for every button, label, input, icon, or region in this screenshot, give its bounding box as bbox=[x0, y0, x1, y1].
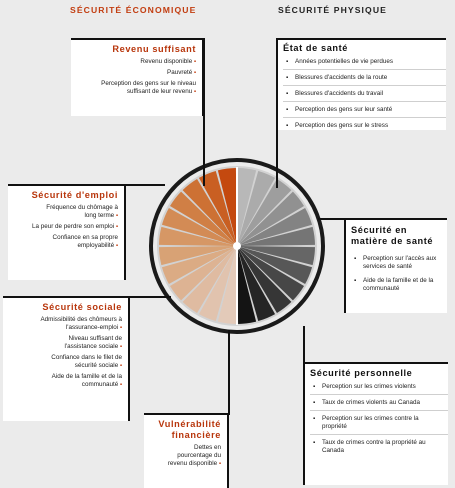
revenu-suffisant-box: Revenu suffisant Revenu disponible Pauvr… bbox=[71, 38, 204, 116]
list-item: Aide de la famille et de la communauté bbox=[351, 275, 447, 295]
list-item: Taux de crimes violents au Canada bbox=[310, 397, 448, 411]
list-item: La peur de perdre son emploi bbox=[8, 223, 118, 231]
etat-sante-title: État de santé bbox=[283, 43, 348, 53]
wheel-center bbox=[233, 242, 241, 250]
economic-security-heading: SÉCURITÉ ÉCONOMIQUE bbox=[70, 5, 197, 15]
securite-sante-list: Perception sur l'accès aux services de s… bbox=[351, 253, 447, 295]
list-item: Admissibilité des chômeurs à l'assurance… bbox=[3, 316, 122, 332]
wheel-segment-economic bbox=[217, 168, 237, 244]
vulnerabilite-list: Dettes en pourcentage du revenu disponib… bbox=[144, 444, 221, 468]
vulnerabilite-title-line1: Vulnérabilité bbox=[158, 419, 221, 429]
wheel-segment-economic bbox=[161, 207, 235, 246]
securite-sante-title-line2: matière de santé bbox=[351, 236, 434, 246]
connector-emploi bbox=[125, 184, 165, 186]
wheel-segment-economic bbox=[217, 248, 237, 324]
connector-sante bbox=[276, 38, 278, 188]
etat-sante-list: Années potentielles de vie perdues Bless… bbox=[283, 56, 446, 133]
list-item: Fréquence du chômage à long terme bbox=[8, 204, 118, 220]
etat-sante-box: État de santé Années potentielles de vie… bbox=[276, 38, 446, 130]
wheel-segment-physical bbox=[237, 248, 257, 324]
wheel-segment-economic bbox=[198, 170, 237, 244]
wheel-segment-physical bbox=[238, 248, 292, 313]
list-item: Années potentielles de vie perdues bbox=[283, 56, 446, 70]
list-item: Dettes en pourcentage du revenu disponib… bbox=[144, 444, 221, 468]
physical-security-heading: SÉCURITÉ PHYSIQUE bbox=[278, 5, 387, 15]
list-item: Aide de la famille et de la communauté bbox=[3, 373, 122, 389]
revenu-suffisant-title: Revenu suffisant bbox=[112, 44, 196, 54]
securite-sociale-box: Sécurité sociale Admissibilité des chôme… bbox=[3, 296, 130, 421]
list-item: Confiance dans le filet de sécurité soci… bbox=[3, 354, 122, 370]
list-item: Taux de crimes contre la propriété au Ca… bbox=[310, 437, 448, 458]
wheel-segment-economic bbox=[159, 226, 235, 246]
wheel-segment-economic bbox=[182, 179, 236, 244]
wheel-segment-physical bbox=[239, 207, 313, 246]
connector-personnelle bbox=[303, 326, 305, 364]
list-item: Perception sur les crimes contre la prop… bbox=[310, 413, 448, 435]
list-item: Perception sur les crimes violents bbox=[310, 381, 448, 395]
list-item: Blessures d'accidents de la route bbox=[283, 72, 446, 86]
wheel-segment-economic bbox=[182, 248, 236, 313]
wheel-segment-physical bbox=[237, 168, 257, 244]
wheel-segment-economic bbox=[159, 246, 235, 266]
vulnerabilite-financiere-box: Vulnérabilité financière Dettes en pourc… bbox=[144, 413, 229, 488]
wheel-segment-physical bbox=[239, 191, 304, 245]
securite-personnelle-box: Sécurité personnelle Perception sur les … bbox=[303, 362, 448, 485]
wheel-segment-economic bbox=[170, 191, 235, 245]
securite-sociale-list: Admissibilité des chômeurs à l'assurance… bbox=[3, 316, 122, 389]
securite-emploi-list: Fréquence du chômage à long terme La peu… bbox=[8, 204, 118, 250]
connector-vulnerabilite bbox=[228, 330, 230, 415]
wheel-segment-physical bbox=[239, 226, 315, 246]
list-item: Perception des gens sur leur santé bbox=[283, 104, 446, 118]
securite-emploi-title: Sécurité d'emploi bbox=[31, 190, 118, 200]
vulnerabilite-title-line2: financière bbox=[171, 430, 221, 440]
wheel-segment-economic bbox=[170, 247, 235, 301]
list-item: Confiance en sa propre employabilité bbox=[8, 234, 118, 250]
wheel-segment-physical bbox=[237, 170, 276, 244]
list-item: Niveau suffisant de l'assistance sociale bbox=[3, 335, 123, 351]
securite-sante-box: Sécurité en matière de santé Perception … bbox=[344, 218, 447, 313]
securite-sante-title-line1: Sécurité en bbox=[351, 225, 408, 235]
securite-sociale-title: Sécurité sociale bbox=[42, 302, 122, 312]
list-item: Pauvreté bbox=[71, 69, 196, 77]
wheel-segment-economic bbox=[161, 246, 235, 285]
list-item: Blessures d'accidents du travail bbox=[283, 88, 446, 102]
securite-personnelle-list: Perception sur les crimes violents Taux … bbox=[310, 381, 448, 458]
revenu-suffisant-list: Revenu disponible Pauvreté Perception de… bbox=[71, 58, 196, 96]
wheel-segment-physical bbox=[238, 179, 292, 244]
list-item: Revenu disponible bbox=[71, 58, 196, 66]
wheel-segment-physical bbox=[239, 246, 313, 285]
wheel-outer-ring bbox=[149, 158, 325, 334]
connector-services bbox=[318, 218, 346, 220]
list-item: Perception sur l'accès aux services de s… bbox=[351, 253, 447, 273]
wheel-segment-physical bbox=[239, 247, 304, 301]
connector-sociale bbox=[129, 296, 171, 298]
wheel-segment-physical bbox=[237, 248, 276, 322]
wheel-segment-economic bbox=[198, 248, 237, 322]
list-item: Perception des gens sur le stress bbox=[283, 120, 446, 133]
securite-personnelle-title: Sécurité personnelle bbox=[310, 368, 413, 378]
connector-revenu bbox=[203, 38, 205, 186]
wheel-segment-physical bbox=[239, 246, 315, 266]
securite-emploi-box: Sécurité d'emploi Fréquence du chômage à… bbox=[8, 184, 126, 280]
list-item: Perception des gens sur le niveau suffis… bbox=[71, 80, 196, 96]
